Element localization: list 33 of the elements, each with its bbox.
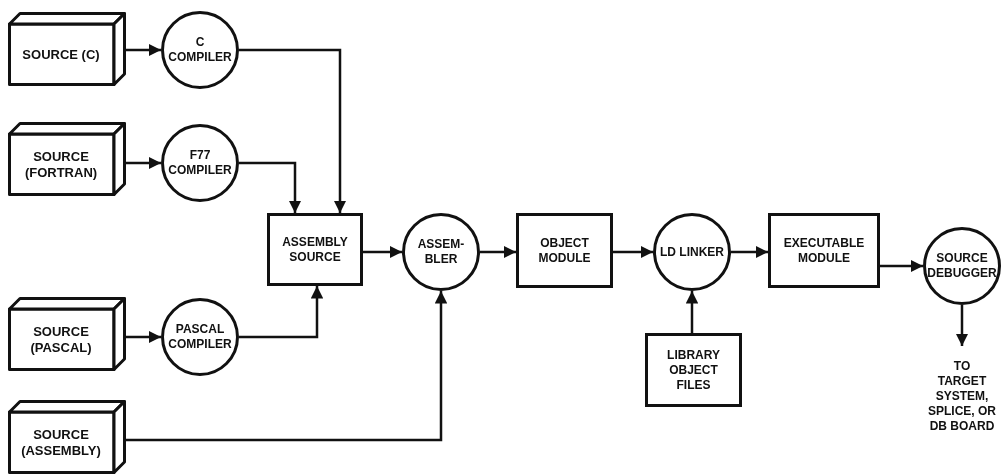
arrow [613, 245, 653, 259]
data-box [516, 213, 613, 288]
arrow [126, 330, 161, 344]
arrow [239, 286, 324, 339]
node-label: SOURCE DEBUGGER [927, 251, 997, 281]
node-label: SOURCE (ASSEMBLY) [20, 426, 102, 460]
arrow [480, 245, 516, 259]
note-text: TO TARGET SYSTEM, SPLICE, OR DB BOARD [924, 348, 1000, 444]
arrow [955, 305, 969, 346]
node-label: EXECUTABLE MODULE [782, 235, 866, 266]
node-label: F77 COMPILER [167, 148, 233, 178]
node-label: SOURCE (PASCAL) [29, 323, 93, 357]
node-label: PASCAL COMPILER [167, 322, 233, 352]
arrow [731, 245, 768, 259]
arrow [126, 291, 448, 442]
data-box [768, 213, 880, 288]
arrow [126, 156, 161, 170]
node-label: LD LINKER [660, 244, 724, 260]
node-label: ASSEM- BLER [416, 237, 466, 267]
arrow [126, 43, 161, 57]
data-box [267, 213, 363, 286]
node-label: SOURCE (C) [22, 46, 100, 64]
node-label: SOURCE (FORTRAN) [23, 148, 99, 182]
arrow [363, 245, 402, 259]
node-label: LIBRARY OBJECT FILES [666, 347, 721, 393]
node-label: OBJECT MODULE [537, 235, 592, 266]
arrow [685, 291, 699, 333]
arrow [239, 161, 302, 213]
node-label: ASSEMBLY SOURCE [281, 234, 349, 265]
arrow [239, 48, 347, 213]
node-label: C COMPILER [167, 35, 233, 65]
data-box [645, 333, 742, 407]
arrow [880, 259, 923, 273]
